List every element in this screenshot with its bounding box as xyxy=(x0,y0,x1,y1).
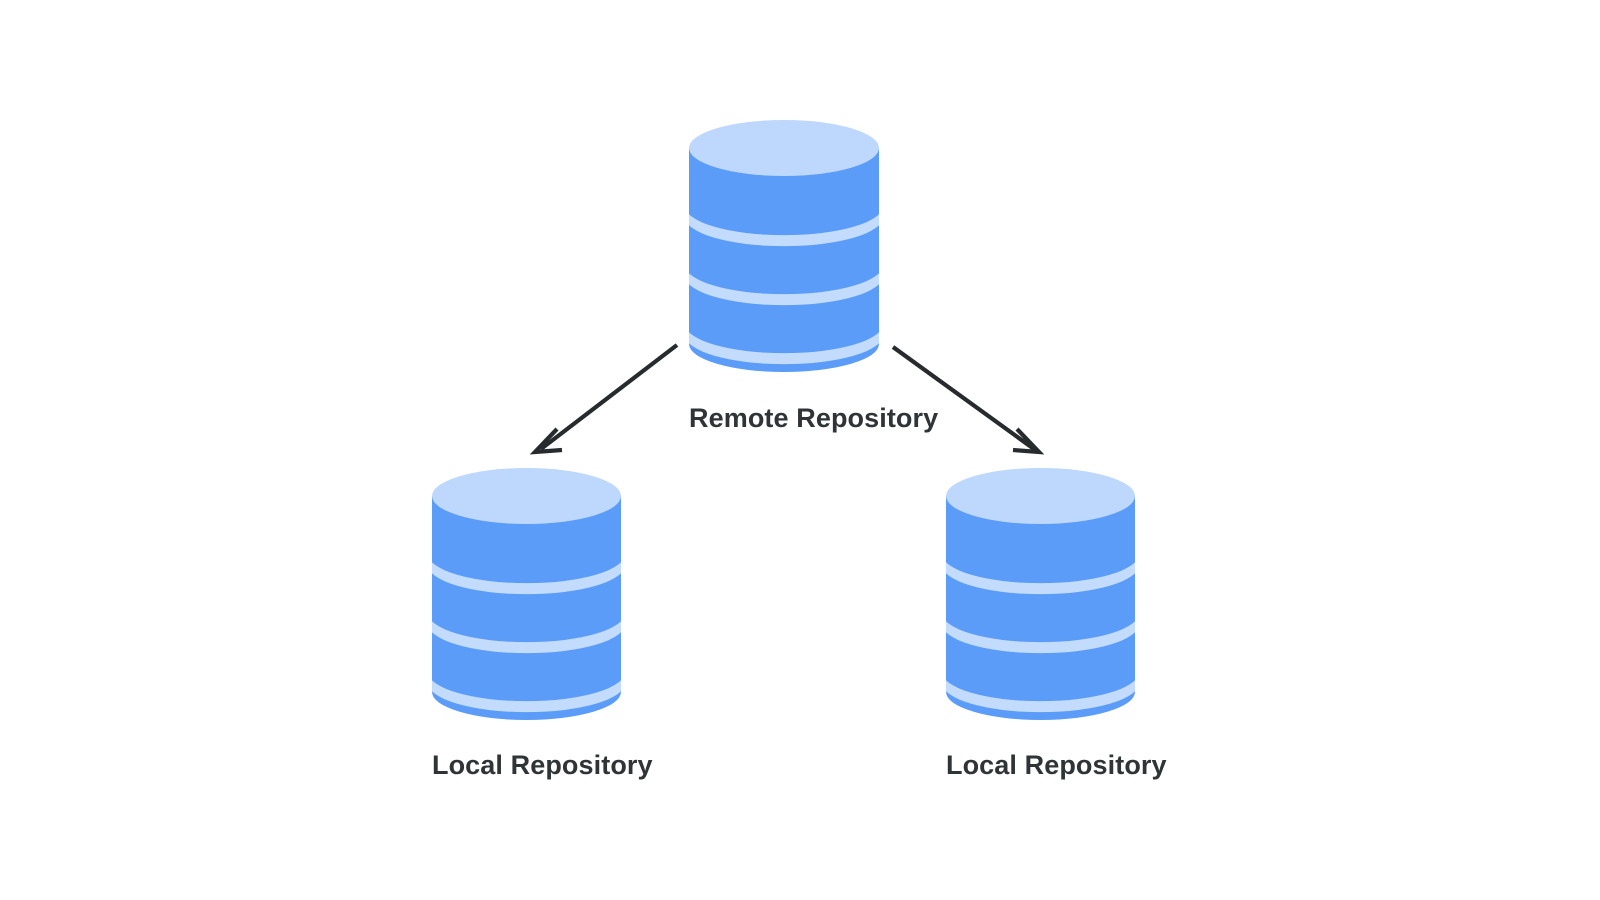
node-label-remote-repository: Remote Repository xyxy=(689,403,939,433)
edge-line xyxy=(891,345,1036,451)
node-local-repository-left[interactable]: Local Repository xyxy=(432,468,653,780)
database-icon xyxy=(432,468,621,720)
node-label-local-repository-left: Local Repository xyxy=(432,750,653,780)
node-local-repository-right[interactable]: Local Repository xyxy=(946,468,1167,780)
arrowhead-open-v xyxy=(529,427,563,455)
node-label-local-repository-right: Local Repository xyxy=(946,750,1167,780)
edge-remote-to-local-left xyxy=(529,343,679,455)
edge-line xyxy=(539,343,679,451)
edge-remote-to-local-right xyxy=(891,345,1045,455)
node-remote-repository[interactable]: Remote Repository xyxy=(689,120,938,433)
database-icon xyxy=(689,120,879,372)
arrowhead-open-v xyxy=(1012,427,1045,455)
database-icon xyxy=(946,468,1135,720)
